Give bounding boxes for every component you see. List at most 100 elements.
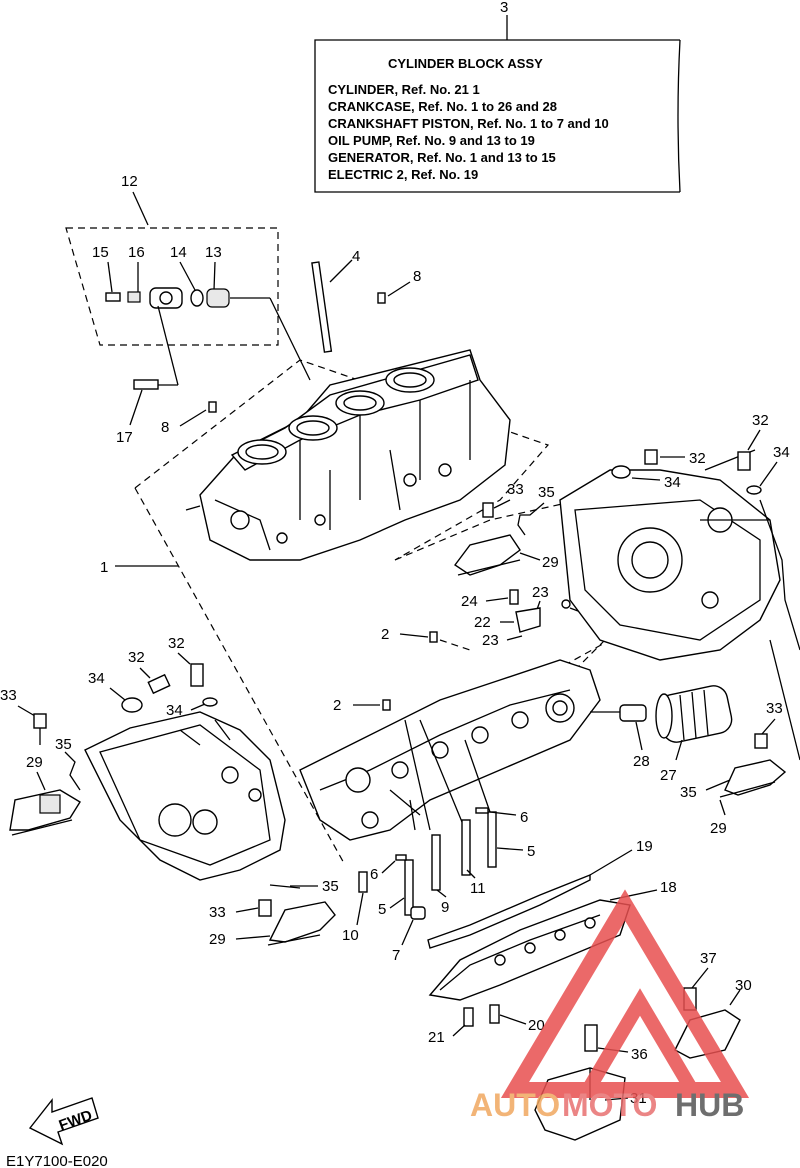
info-box: 3 CYLINDER BLOCK ASSY CYLINDER, Ref. No.… <box>314 0 681 193</box>
dowel-pin-2b: 2 <box>333 697 391 714</box>
bolt-32a: 32 <box>644 449 706 467</box>
info-line-1: CYLINDER, Ref. No. 21 1 <box>328 82 480 97</box>
callout-9: 9 <box>441 899 449 916</box>
callout-18: 18 <box>660 879 677 896</box>
callout-34c: 34 <box>88 670 105 687</box>
dowel-pin-8b: 8 <box>161 401 217 436</box>
lower-crankcase <box>299 499 611 841</box>
callout-33b: 33 <box>0 687 17 704</box>
callout-20: 20 <box>528 1017 545 1034</box>
callout-3: 3 <box>500 0 508 16</box>
info-line-3: CRANKSHAFT PISTON, Ref. No. 1 to 7 and 1… <box>328 116 609 131</box>
callout-35b: 35 <box>55 736 72 753</box>
info-box-title: CYLINDER BLOCK ASSY <box>388 56 543 71</box>
callout-6a: 6 <box>370 866 378 883</box>
fwd-arrow-icon: FWD <box>28 1097 99 1146</box>
callout-19: 19 <box>636 838 653 855</box>
callout-2a: 2 <box>381 626 389 643</box>
callout-32a: 32 <box>689 450 706 467</box>
callout-17: 17 <box>116 429 133 446</box>
figure-code: E1Y7100-E020 <box>6 1153 108 1168</box>
callout-33d: 33 <box>766 700 783 717</box>
bracket-29a: 33 35 29 <box>453 481 559 576</box>
callout-29a: 29 <box>542 554 559 571</box>
bracket-29b: 33 35 29 <box>0 687 81 836</box>
callout-29c: 29 <box>209 931 226 948</box>
callout-5b: 5 <box>527 843 535 860</box>
callout-32b: 32 <box>752 412 769 429</box>
callout-13: 13 <box>205 244 222 261</box>
callout-10: 10 <box>342 927 359 944</box>
stud-4: 4 <box>311 248 360 353</box>
callout-34b: 34 <box>773 444 790 461</box>
callout-21: 21 <box>428 1029 445 1046</box>
callout-37: 37 <box>700 950 717 967</box>
washer-34d: 34 <box>166 697 218 719</box>
watermark-text-a: AUTO <box>470 1087 560 1123</box>
bolt-15 <box>105 292 121 302</box>
bracket-29c: 35 33 29 <box>209 878 339 948</box>
watermark-logo: AUTO MOTO HUB <box>470 889 750 1123</box>
callout-33c: 33 <box>209 904 226 921</box>
callout-35d: 35 <box>680 784 697 801</box>
callout-15: 15 <box>92 244 109 261</box>
callout-35a: 35 <box>538 484 555 501</box>
callout-23a: 23 <box>532 584 549 601</box>
upper-crankcase <box>134 349 550 866</box>
callout-5a: 5 <box>378 901 386 918</box>
callout-1-leader: 1 <box>100 559 178 576</box>
oil-filter-27: 27 <box>655 685 733 784</box>
o-ring-14 <box>190 289 204 307</box>
bolt-17: 17 <box>116 305 179 446</box>
callout-33a: 33 <box>507 481 524 498</box>
bolts-lower: 6 5 10 7 9 11 6 5 <box>342 719 535 964</box>
gasket-19: 19 <box>427 838 653 949</box>
callout-30: 30 <box>735 977 752 994</box>
dowel-pin-8a: 8 <box>377 268 421 304</box>
callout-22: 22 <box>474 614 491 631</box>
washer-16 <box>127 291 141 303</box>
info-line-5: GENERATOR, Ref. No. 1 and 13 to 15 <box>328 150 556 165</box>
info-line-4: OIL PUMP, Ref. No. 9 and 13 to 19 <box>328 133 535 148</box>
callout-29d: 29 <box>710 820 727 837</box>
dowel-pin-2a: 2 <box>381 626 438 643</box>
sensor-13 <box>206 288 230 308</box>
callout-29b: 29 <box>26 754 43 771</box>
watermark-text-b: MOTO <box>562 1087 657 1123</box>
callout-34a: 34 <box>664 474 681 491</box>
callout-6b: 6 <box>520 809 528 826</box>
callout-12: 12 <box>121 173 138 190</box>
callout-14: 14 <box>170 244 187 261</box>
group-12-box: 12 15 16 14 13 <box>65 173 311 381</box>
plug-28: 28 <box>590 704 650 770</box>
callout-23b: 23 <box>482 632 499 649</box>
callout-7: 7 <box>392 947 400 964</box>
callout-2b: 2 <box>333 697 341 714</box>
callout-8a: 8 <box>413 268 421 285</box>
callout-11: 11 <box>470 880 486 897</box>
callout-34d: 34 <box>166 702 183 719</box>
callout-16: 16 <box>128 244 145 261</box>
washer-34b: 34 <box>746 444 790 495</box>
callout-35c: 35 <box>322 878 339 895</box>
left-cover <box>84 711 286 881</box>
bracket-29d: 33 35 29 <box>680 499 800 837</box>
right-cover <box>559 449 781 661</box>
info-line-2: CRANKCASE, Ref. No. 1 to 26 and 28 <box>328 99 557 114</box>
callout-27: 27 <box>660 767 677 784</box>
bolt-32d: 32 <box>128 649 171 695</box>
washer-34c: 34 <box>88 670 143 713</box>
callout-24: 24 <box>461 593 478 610</box>
callout-4: 4 <box>352 248 360 265</box>
callout-8b: 8 <box>161 419 169 436</box>
washer-34a: 34 <box>611 465 681 491</box>
callout-1: 1 <box>100 559 108 576</box>
callout-32c: 32 <box>168 635 185 652</box>
callout-32d: 32 <box>128 649 145 666</box>
info-line-6: ELECTRIC 2, Ref. No. 19 <box>328 167 478 182</box>
callout-28: 28 <box>633 753 650 770</box>
bolt-32b: 32 <box>737 412 769 471</box>
watermark-text-c: HUB <box>675 1087 744 1123</box>
callout-36: 36 <box>631 1046 648 1063</box>
